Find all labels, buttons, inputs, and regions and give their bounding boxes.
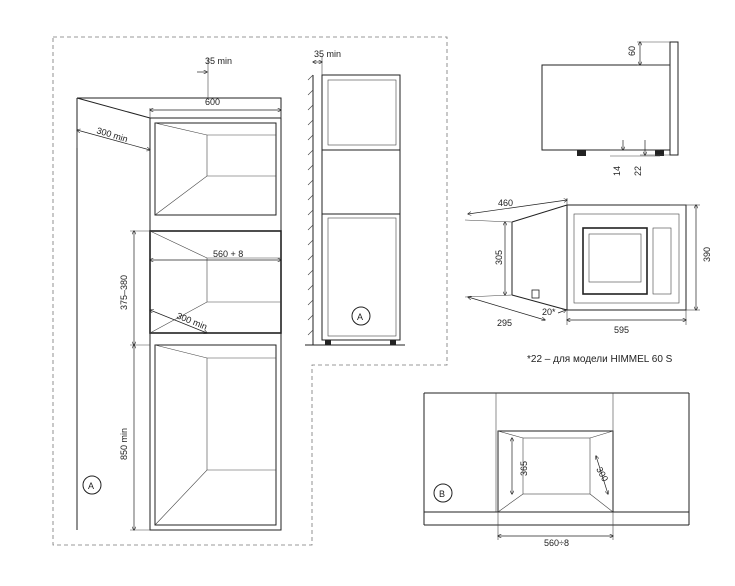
- label-20: 20*: [542, 307, 556, 317]
- cabinet-drawing: [76, 58, 282, 531]
- label-595: 595: [614, 325, 629, 335]
- oven-side-view: [541, 41, 679, 157]
- label-300-wall: 300: [594, 465, 610, 483]
- label-390: 390: [702, 247, 712, 262]
- label-295: 295: [497, 318, 512, 328]
- wall-niche-drawing: [423, 392, 690, 540]
- label-300-min-top: 300 min: [95, 125, 129, 144]
- marker-a-circle-left: [82, 475, 102, 495]
- label-460: 460: [498, 198, 513, 208]
- label-60: 60: [627, 46, 637, 56]
- marker-b: B: [439, 489, 445, 499]
- marker-a-circle-side: [351, 306, 371, 326]
- oven-front-view: [464, 198, 700, 325]
- label-22: 22: [633, 166, 643, 176]
- marker-a-side: A: [357, 312, 363, 322]
- label-35-min-side: 35 min: [314, 49, 341, 59]
- label-300-min-mid: 300 min: [175, 311, 208, 332]
- side-view-drawing: [305, 56, 405, 346]
- marker-b-circle: [433, 483, 453, 503]
- label-35-min-top: 35 min: [205, 56, 232, 66]
- label-600: 600: [205, 97, 220, 107]
- label-850-min: 850 min: [119, 428, 129, 460]
- label-305: 305: [494, 250, 504, 265]
- label-375-380: 375–380: [119, 275, 129, 310]
- dashed-frame: [52, 36, 448, 546]
- label-365: 365: [519, 461, 529, 476]
- label-14: 14: [612, 166, 622, 176]
- label-560-8: 560 + 8: [213, 249, 243, 259]
- footnote: *22 – для модели HIMMEL 60 S: [527, 354, 673, 365]
- label-560-wall: 560÷8: [544, 538, 569, 548]
- marker-a-left: A: [88, 481, 94, 491]
